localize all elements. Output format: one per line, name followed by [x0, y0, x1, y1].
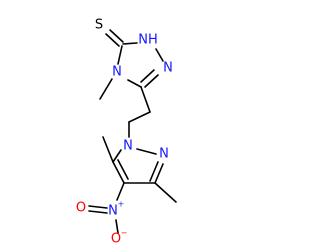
- bond-ring-ch2: [140, 86, 151, 113]
- bond-n2-c3-double-a: [154, 163, 164, 184]
- charge-o-minus: −: [121, 229, 128, 238]
- bond-nnitro-osingle: [115, 219, 119, 234]
- atom-nh: NH: [138, 33, 158, 48]
- atom-n-pyrazole-1: N: [123, 139, 133, 154]
- atom-n-triazole-right: N: [163, 61, 173, 76]
- bond-nh-n: [155, 48, 164, 62]
- bond-c4-c5-double-a: [112, 161, 125, 184]
- bond-n-methyl: [99, 78, 113, 100]
- bond-ch2-ch2: [128, 111, 151, 123]
- charge-n-nitro-plus: +: [118, 200, 125, 209]
- bond-c5-methyl: [102, 136, 114, 163]
- bond-c4-c5-double-b: [117, 159, 129, 180]
- bond-c-nmethyl: [127, 79, 142, 88]
- bond-c-s-double-a: [109, 29, 124, 43]
- bond-nnitro-odouble-b: [88, 210, 108, 214]
- bond-n1-n2: [136, 148, 157, 155]
- atom-sulfur: S: [95, 18, 103, 33]
- bond-c5-n1: [112, 149, 122, 163]
- atom-n-pyrazole-2: N: [159, 147, 169, 162]
- bond-c3-methyl: [154, 182, 177, 203]
- molecule-structure: S NH N N N N N + O O −: [76, 18, 177, 247]
- bond-n-c-double-a: [144, 74, 159, 88]
- atom-o-double: O: [76, 201, 86, 216]
- bond-c4-nnitro: [116, 182, 125, 201]
- atom-n-nitro: N: [108, 204, 118, 219]
- bond-nnitro-odouble-a: [88, 205, 108, 209]
- atom-n-methyl: N: [112, 65, 122, 80]
- bonds: [88, 29, 177, 234]
- bond-nmethyl-c: [117, 45, 123, 65]
- atom-labels: S NH N N N N N + O O −: [76, 18, 173, 247]
- bond-n2-c3-double-b: [149, 161, 159, 182]
- bond-n-c-double-b: [140, 69, 155, 83]
- bond-c-s-double-b: [105, 33, 120, 47]
- atom-o-single: O: [111, 232, 121, 247]
- bond-c-nh: [122, 42, 138, 45]
